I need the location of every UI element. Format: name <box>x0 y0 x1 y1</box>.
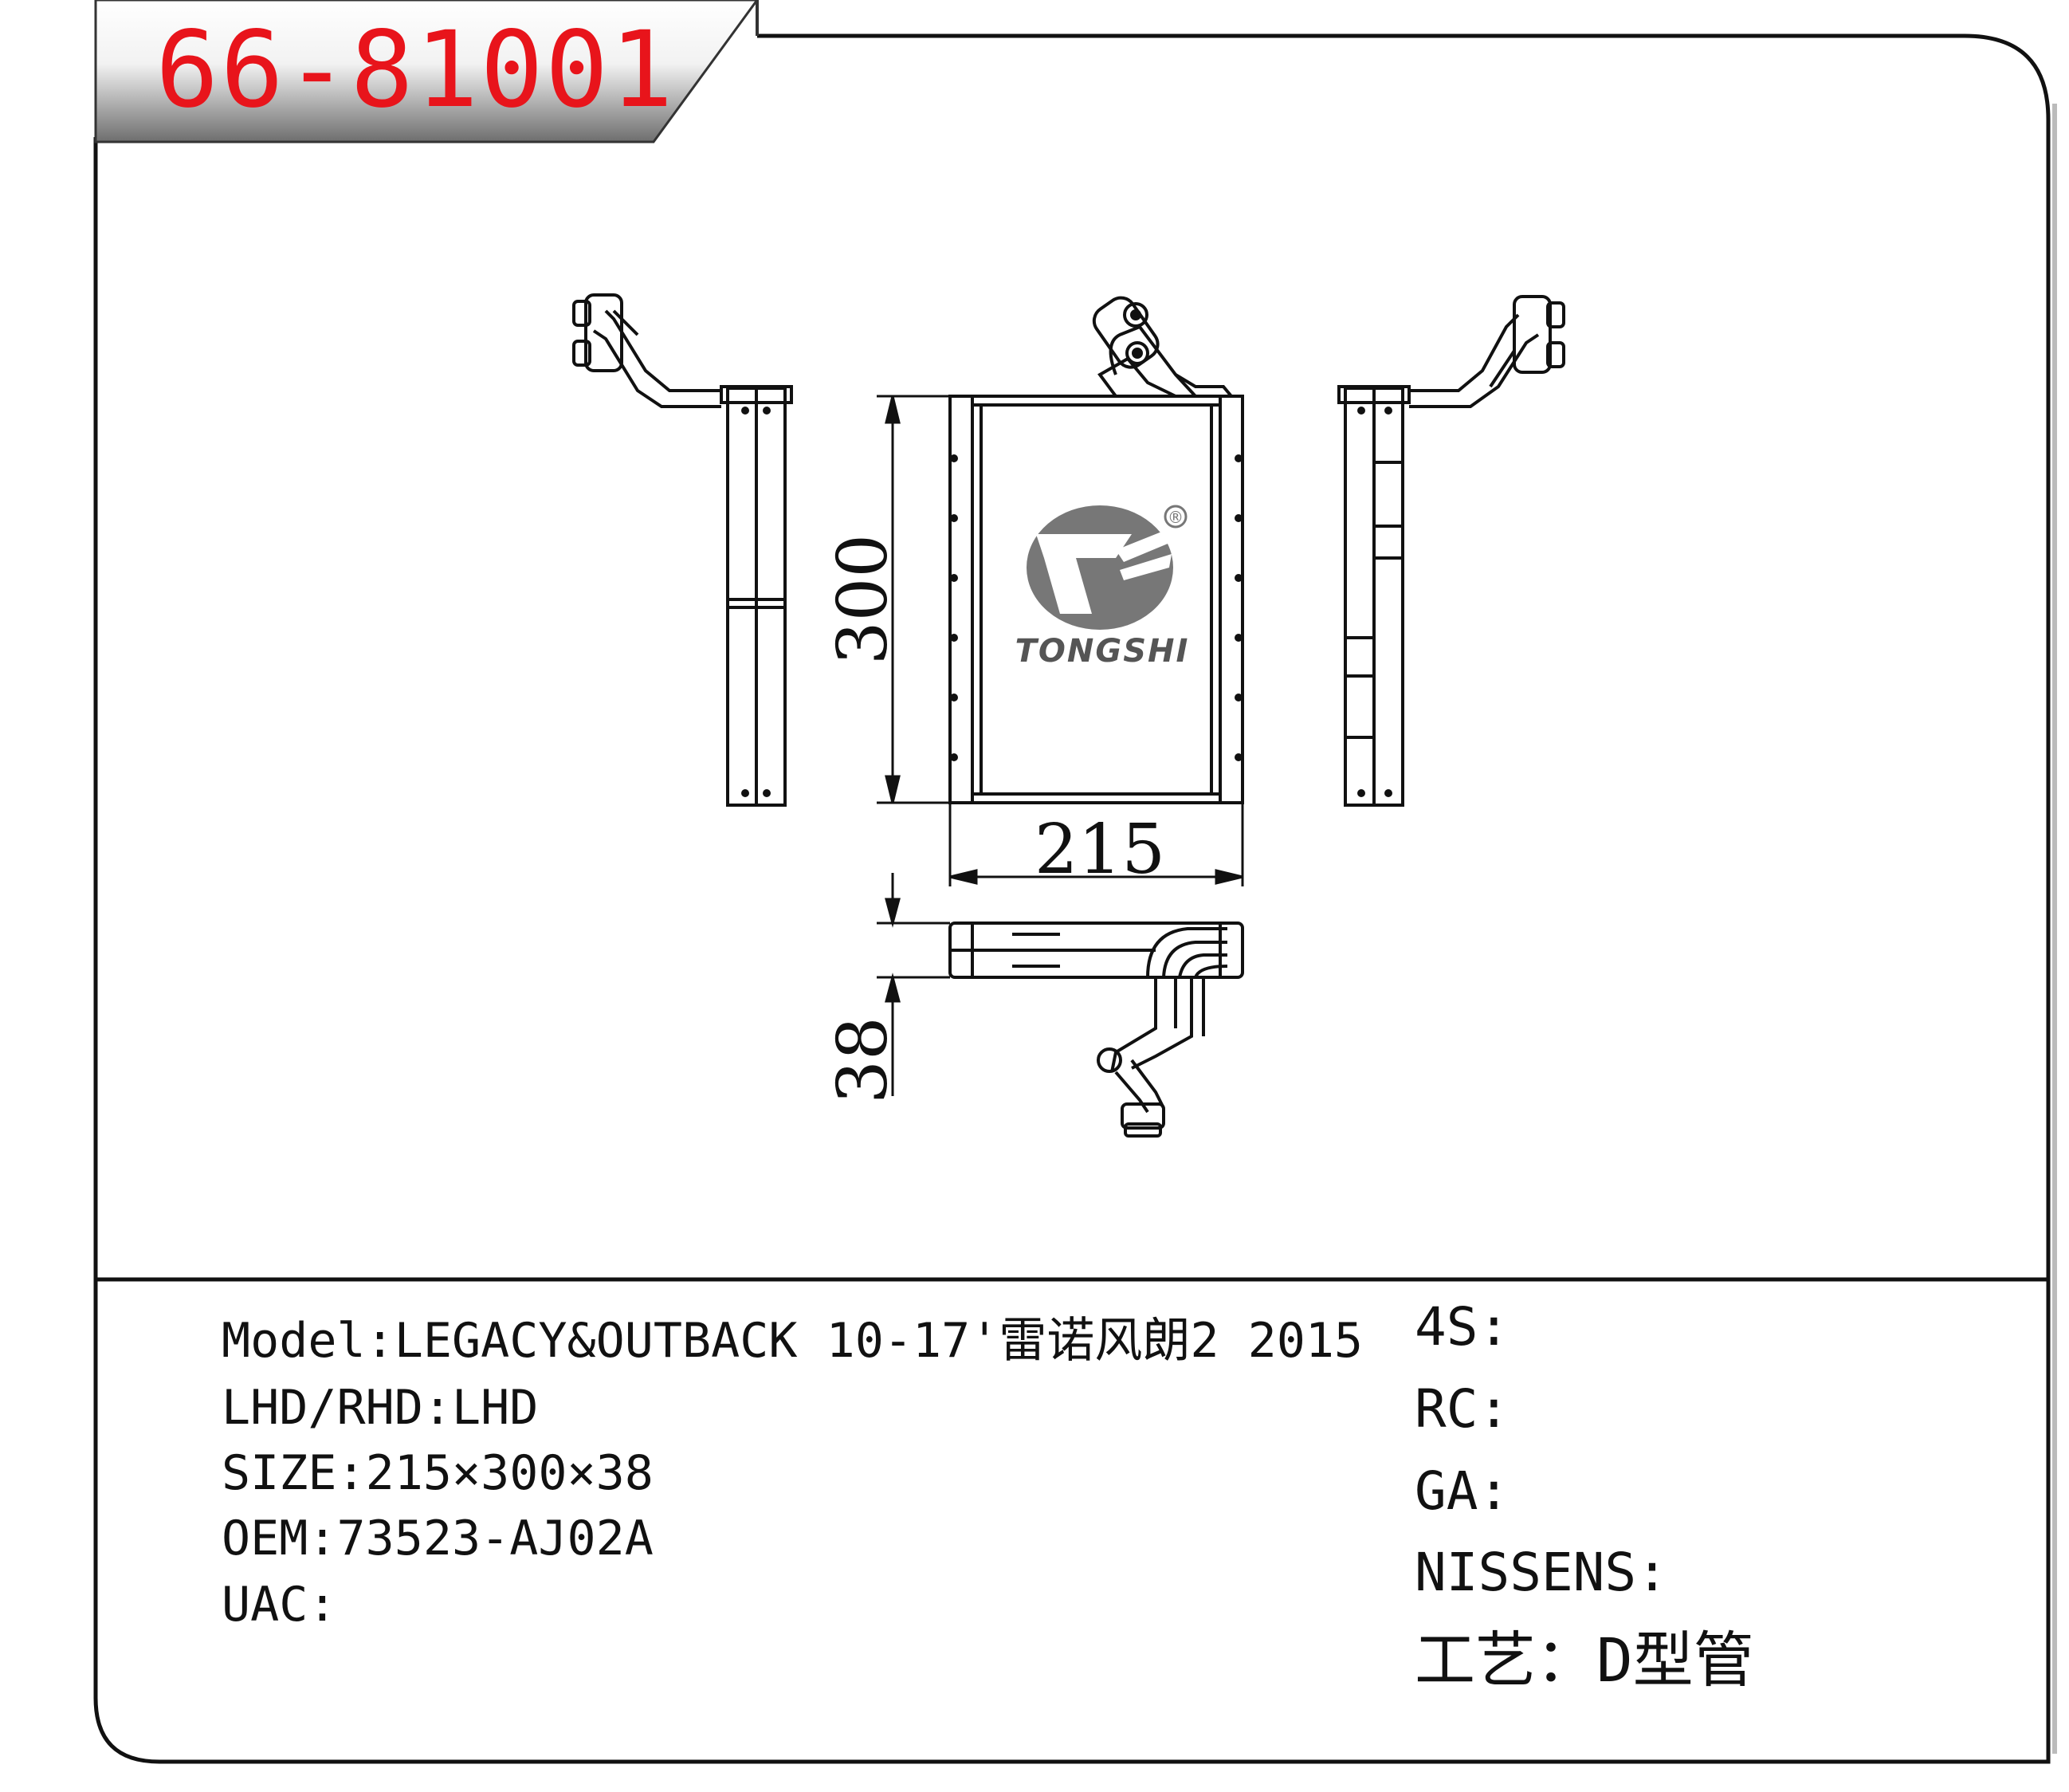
logo-brand-text: TONGSHI <box>1015 633 1190 670</box>
dim-depth-label: 38 <box>823 1016 903 1103</box>
left-side-view <box>572 293 793 807</box>
registered-mark: ® <box>1168 508 1184 527</box>
ref-ga: GA: <box>1415 1460 1510 1522</box>
spec-size: SIZE:215×300×38 <box>222 1445 654 1501</box>
top-view <box>948 922 1244 1138</box>
header-tab <box>94 0 759 143</box>
dim-height-label: 300 <box>823 534 903 665</box>
spec-oem: OEM:73523-AJ02A <box>222 1511 654 1566</box>
dim-width-label: 215 <box>1034 810 1165 890</box>
ref-process: 工艺：D型管 <box>1415 1625 1754 1696</box>
sheet-border <box>93 33 2051 1764</box>
ref-rc: RC: <box>1415 1378 1510 1440</box>
spec-uac: UAC: <box>222 1577 337 1633</box>
spec-model: Model:LEGACY&OUTBACK 10-17'雷诺风朗2 2015 <box>222 1313 1364 1369</box>
part-number-title: 66-81001 <box>155 9 675 132</box>
tongshi-logo: ® TONGSHI <box>1015 505 1190 670</box>
ref-nissens: NISSENS: <box>1415 1542 1668 1603</box>
dim-width <box>948 803 1244 886</box>
dim-depth <box>877 873 950 1096</box>
dim-height <box>877 395 950 804</box>
front-view <box>948 296 1244 804</box>
ref-4s: 4S: <box>1415 1296 1510 1358</box>
spec-drive: LHD/RHD:LHD <box>222 1380 539 1436</box>
right-side-view <box>1337 295 1565 807</box>
